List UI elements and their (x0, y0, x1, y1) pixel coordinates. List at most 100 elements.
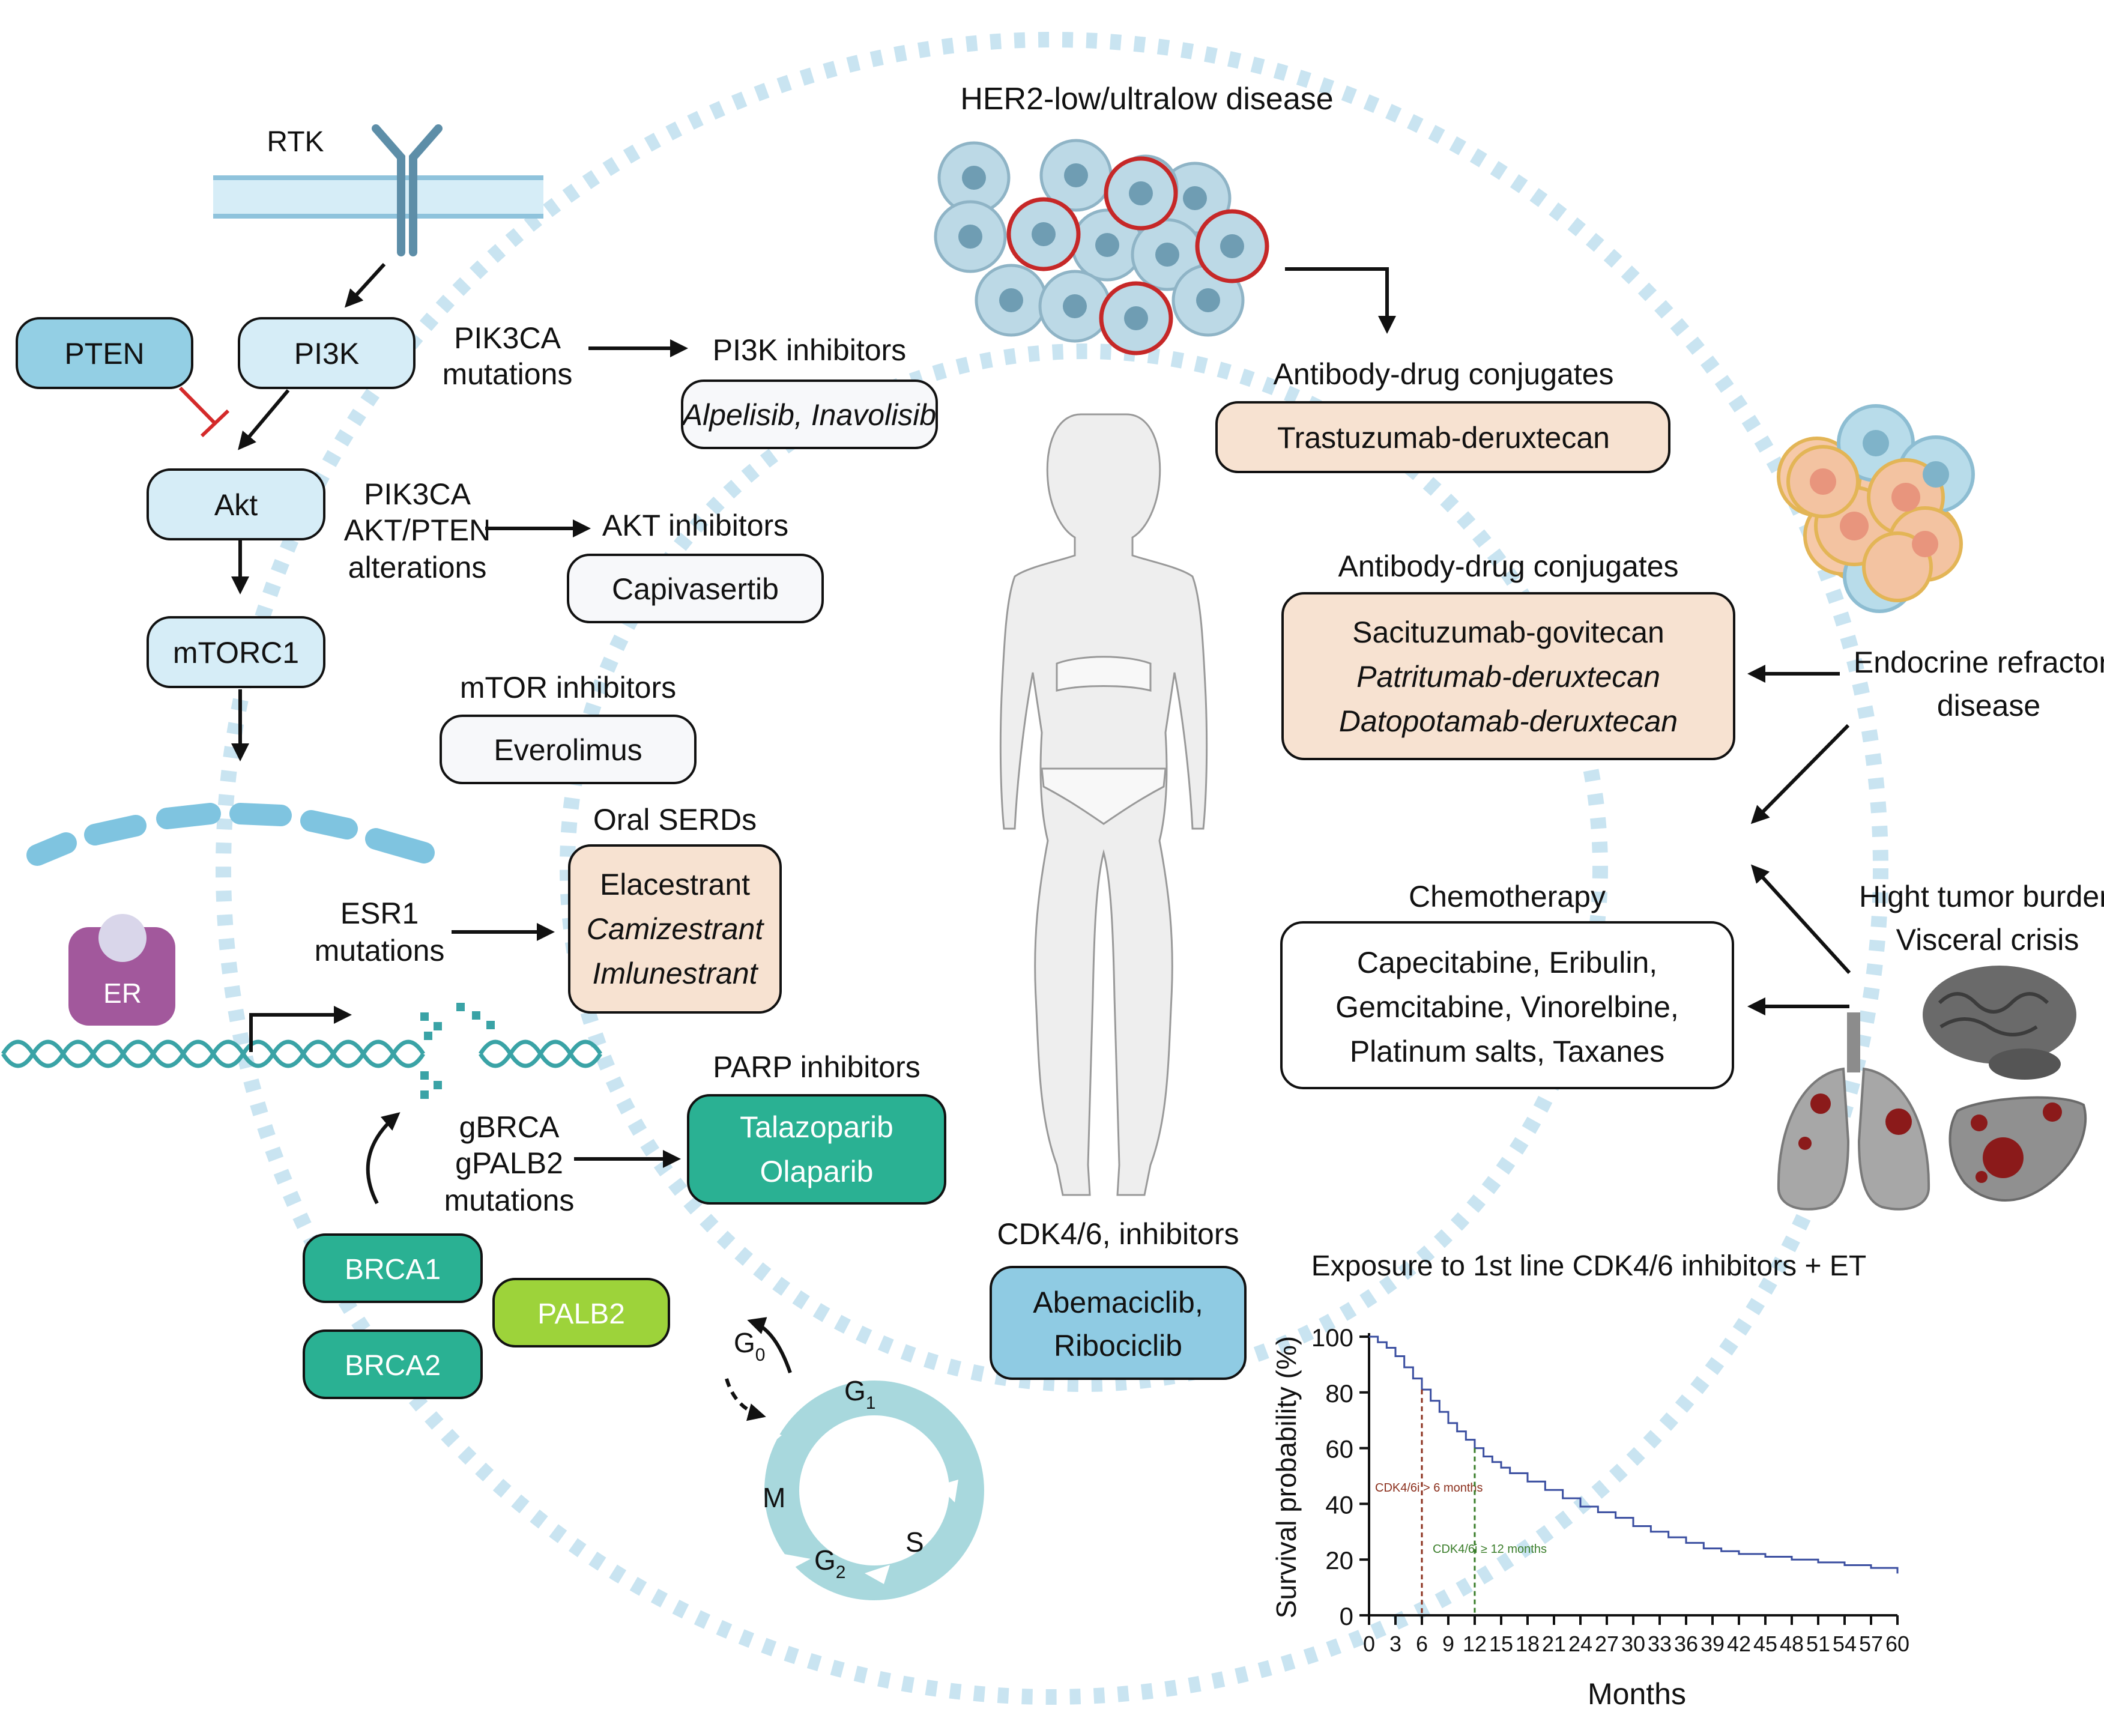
dna-strand-icon (1, 1039, 602, 1068)
adc1-title: Antibody-drug conjugates (1273, 357, 1613, 391)
chart-x-tick-label: 33 (1648, 1632, 1672, 1656)
chart-y-tick-label: 80 (1325, 1379, 1353, 1408)
liver-icon (1948, 1096, 2087, 1202)
chart-x-tick-label: 51 (1806, 1632, 1830, 1656)
adc2-drug-3: Datopotamab-deruxtecan (1339, 704, 1678, 738)
chart-annotation-label: CDK4/6i > 6 months (1375, 1481, 1483, 1495)
chart-x-tick-label: 60 (1885, 1632, 1909, 1656)
endocrine-line1: Endocrine refractory (1854, 646, 2104, 679)
chart-x-tick-label: 57 (1859, 1632, 1883, 1656)
survival-curve (1369, 1335, 1899, 1574)
adc2-drug-2: Patritumab-deruxtecan (1356, 660, 1660, 694)
akt-box (147, 468, 325, 540)
cdk-drug-1: Abemaciclib, (1033, 1286, 1203, 1319)
chemo-box (1280, 921, 1734, 1089)
chart-x-tick-label: 18 (1516, 1632, 1540, 1656)
chart-x-tick-label: 45 (1753, 1632, 1777, 1656)
pten-label: PTEN (64, 337, 144, 370)
dna-break-fragments (420, 1003, 495, 1099)
rtk-pi3k-arrow (344, 262, 386, 308)
chart-x-tick-label: 9 (1442, 1632, 1454, 1656)
endocrine-refractory-cells-icon (1777, 404, 1975, 613)
pten-inhibition (178, 386, 230, 438)
outer-dotted-ring (216, 32, 1888, 1705)
g0-exit-arrow (747, 1317, 792, 1373)
mtor-inhibitors-box (440, 715, 697, 784)
esr1-line1: ESR1 (340, 897, 419, 930)
pten-box (16, 317, 193, 389)
chart-x-tick-label: 36 (1674, 1632, 1698, 1656)
chart-title: Exposure to 1st line CDK4/6 inhibitors +… (1311, 1250, 1866, 1282)
brca2-box (303, 1329, 483, 1399)
chart-x-tick-label: 42 (1727, 1632, 1751, 1656)
palb2-label: PALB2 (537, 1298, 625, 1330)
chemo-line-1: Capecitabine, Eribulin, (1357, 946, 1657, 979)
chart-x-tick-label: 3 (1389, 1632, 1401, 1656)
rtk-label: RTK (267, 126, 324, 158)
cc-m: M (763, 1482, 785, 1513)
chart-x-tick-label: 48 (1780, 1632, 1804, 1656)
inner-dotted-ring (560, 343, 1608, 1392)
chart-ylabel: Survival probability (%) (1271, 1336, 1302, 1618)
pik3ca-label-line2: mutations (443, 357, 573, 391)
er-label: ER (103, 978, 142, 1009)
cc-g2: G2 (814, 1544, 845, 1582)
chart-y-tick-label: 20 (1325, 1546, 1353, 1574)
serd-drug-1: Elacestrant (600, 868, 750, 901)
chart-y-tick-label: 40 (1325, 1490, 1353, 1519)
rtk-receptor-icon (372, 124, 443, 256)
adc2-box (1281, 592, 1735, 760)
brca1-label: BRCA1 (345, 1254, 441, 1286)
chart-x-tick-label: 0 (1363, 1632, 1375, 1656)
pi3k-box (238, 317, 416, 389)
brca2-label: BRCA2 (345, 1350, 441, 1382)
palb2-box (492, 1278, 670, 1347)
adc1-box (1215, 401, 1670, 473)
chart-x-tick-label: 54 (1833, 1632, 1857, 1656)
gbrca-line1: gBRCA (459, 1110, 560, 1144)
burden-line2: Visceral crisis (1896, 923, 2079, 957)
pi3k-inhibitors-title: PI3K inhibitors (713, 333, 906, 367)
her2-title: HER2-low/ultralow disease (960, 82, 1333, 116)
adc1-drug: Trastuzumab-deruxtecan (1277, 421, 1610, 455)
akt-alt-line3: alterations (348, 551, 487, 584)
parp-drug-1: Talazoparib (740, 1110, 893, 1144)
chart-annotation-label: CDK4/6i ≥ 12 months (1433, 1543, 1547, 1556)
chart-x-tick-label: 6 (1416, 1632, 1428, 1656)
endocrine-line2: disease (1937, 689, 2040, 722)
cdk-drug-2: Ribociclib (1054, 1329, 1182, 1362)
chemo-line-2: Gemcitabine, Vinorelbine, (1335, 990, 1679, 1024)
chart-y-tick-label: 100 (1311, 1323, 1353, 1352)
gbrca-line2: gPALB2 (455, 1146, 563, 1180)
akt-drugs: Capivasertib (612, 572, 779, 606)
nuclear-membrane (26, 803, 435, 866)
adc2-drug-1: Sacituzumab-govitecan (1352, 615, 1664, 649)
esr1-line2: mutations (315, 934, 445, 967)
er-receptor-shape (68, 927, 175, 1026)
survival-chart: Exposure to 1st line CDK4/6 inhibitors +… (1271, 1250, 1909, 1711)
chart-x-tick-label: 12 (1463, 1632, 1487, 1656)
pi3k-drugs: Alpelisib, Inavolisib (681, 398, 936, 432)
mtorc1-label: mTORC1 (173, 636, 299, 670)
brain-icon (1923, 966, 2076, 1080)
mtorc1-box (147, 616, 325, 688)
akt-label: Akt (214, 488, 258, 522)
brca-repair-arrow (366, 1112, 401, 1205)
chart-x-tick-label: 30 (1621, 1632, 1645, 1656)
chart-y-tick-label: 60 (1325, 1435, 1353, 1463)
chart-x-tick-label: 21 (1542, 1632, 1566, 1656)
transcription-arrow (249, 1006, 352, 1052)
mtor-drugs: Everolimus (494, 733, 642, 767)
g0-entry-arrow (725, 1378, 766, 1421)
brca1-box (303, 1233, 483, 1303)
cell-cycle-diagram (758, 1381, 984, 1600)
cell-membrane (213, 175, 543, 219)
her2-tumor-cells-icon (934, 139, 1269, 355)
serd-drug-3: Imlunestrant (592, 957, 758, 990)
pi3k-inhibitors-box (681, 380, 938, 449)
female-body-figure (999, 413, 1208, 1196)
chemo-title: Chemotherapy (1409, 880, 1606, 913)
chart-xlabel: Months (1588, 1677, 1686, 1711)
er-ligand (98, 914, 147, 962)
